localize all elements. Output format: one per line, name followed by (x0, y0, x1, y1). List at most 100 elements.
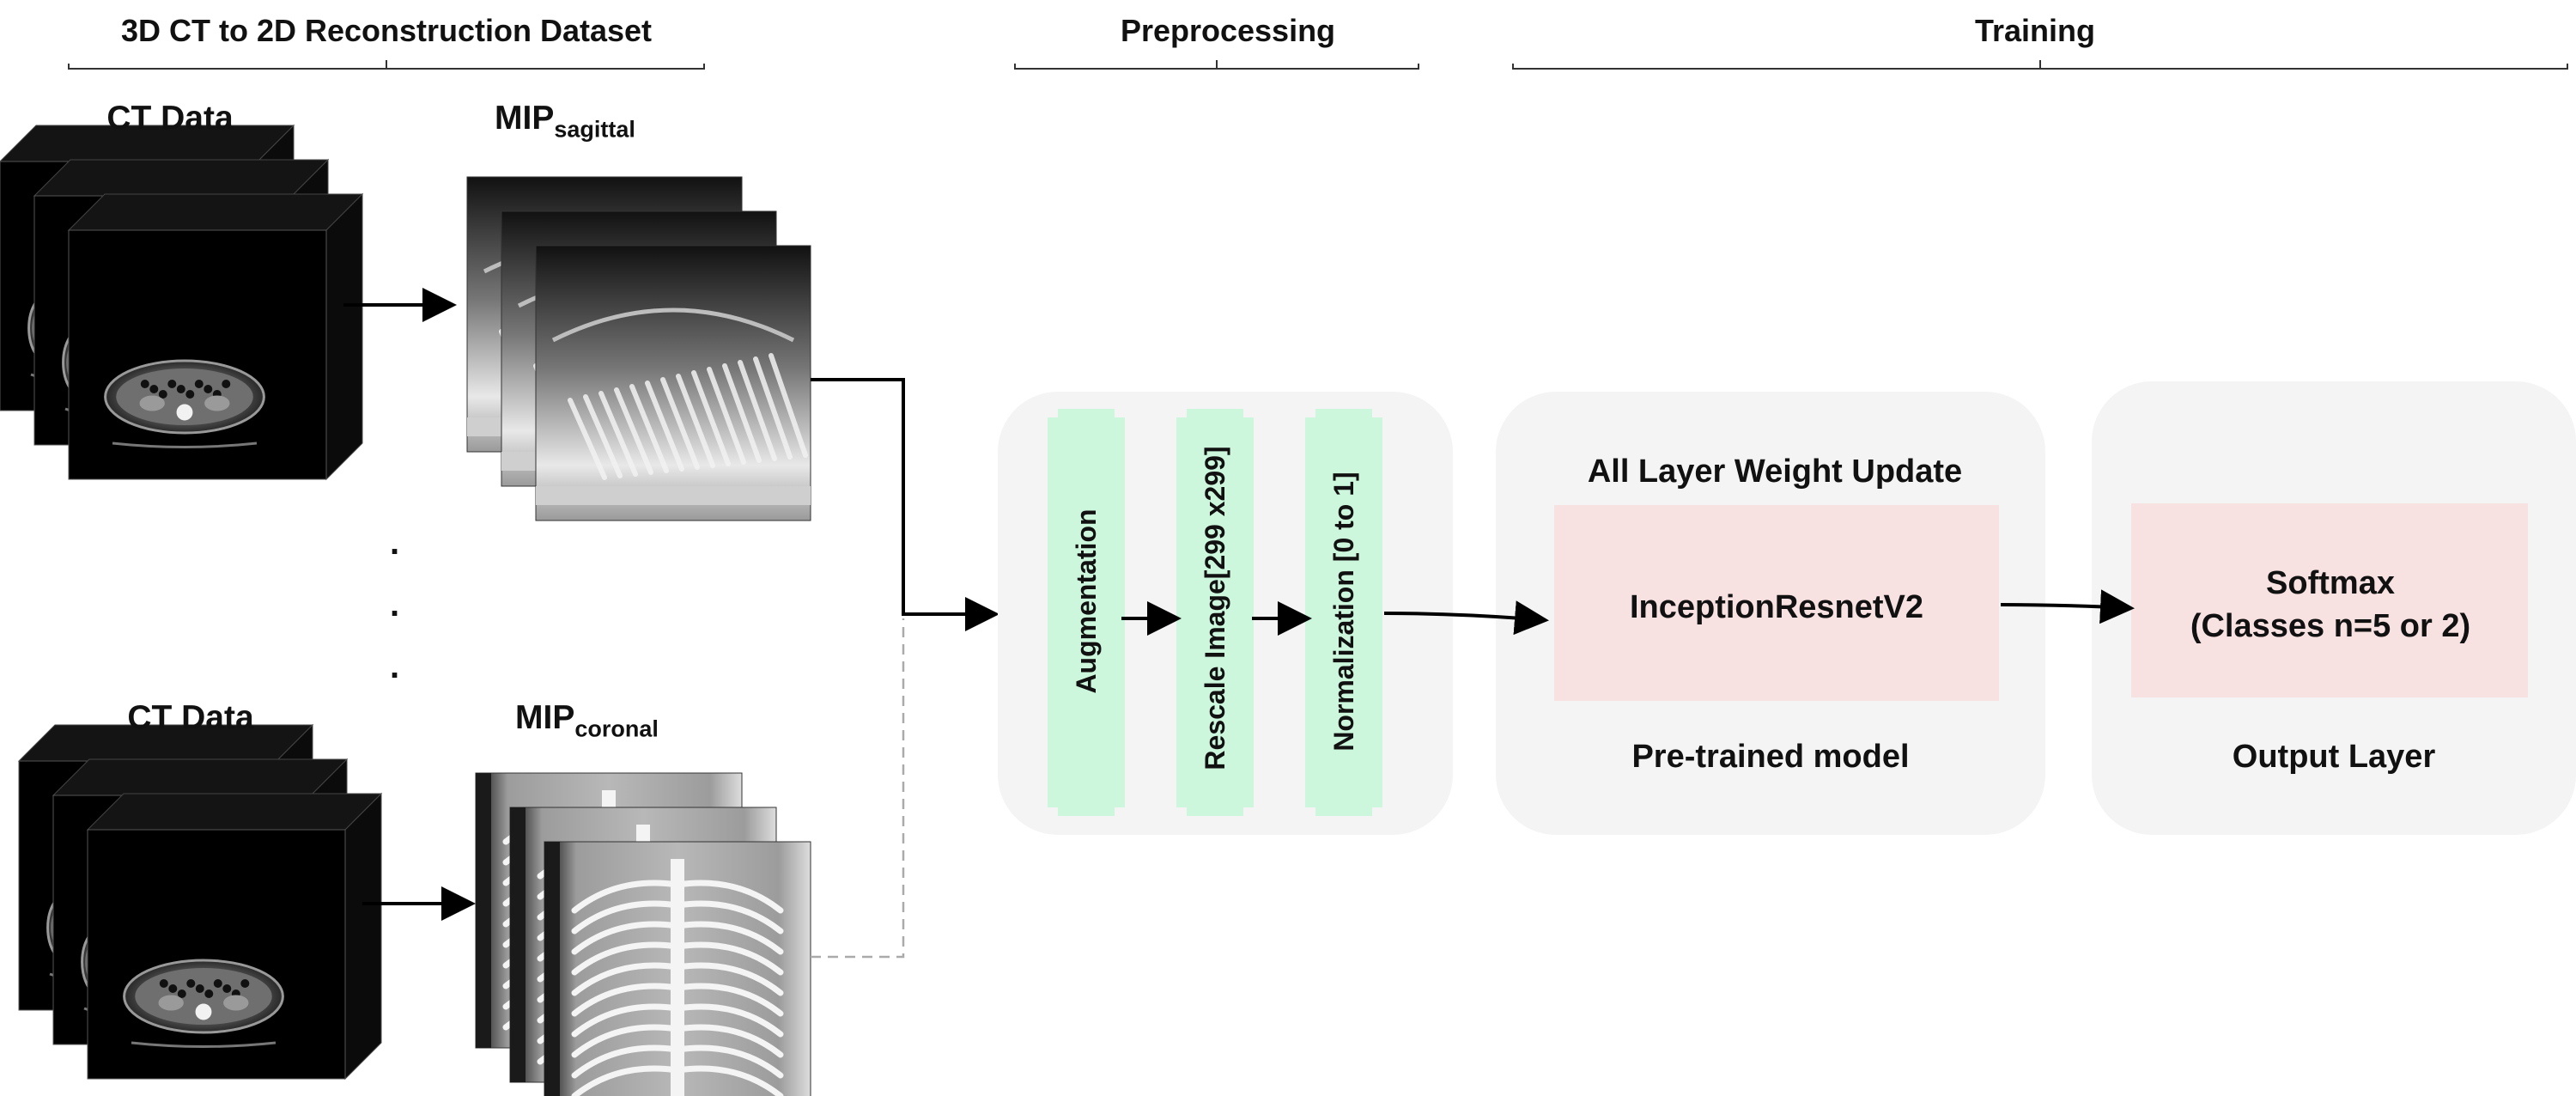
sagittal-rib-streak (722, 363, 762, 463)
preprocessing-header: Preprocessing (1120, 13, 1336, 48)
all-layer-weight-update-label: All Layer Weight Update (1587, 454, 1963, 490)
training-bracket (1512, 60, 2568, 70)
preprocessing-bracket (1014, 60, 1419, 70)
dataset-bracket (68, 60, 705, 70)
coronal-rib-right (674, 921, 784, 955)
arrow-preprocessing-to-training (1383, 600, 1549, 636)
dataset-header: 3D CT to 2D Reconstruction Dataset (120, 13, 653, 48)
mip-coronal-base: MIP (515, 699, 575, 736)
coronal-rib-right (674, 962, 784, 996)
coronal-rib-right (674, 1044, 784, 1079)
ct-slice-bowel-gas (213, 979, 222, 988)
ct-slice-table (131, 1041, 276, 1048)
coronal-rib-left (571, 1024, 681, 1058)
ct-slice-bowel-gas (222, 380, 231, 388)
mip-sagittal-label: MIPsagittal (495, 101, 635, 141)
normalization-bar-tab-bottom (1315, 806, 1372, 816)
ct-slice-kidney-left (158, 995, 184, 1011)
coronal-rib-left (571, 921, 681, 955)
softmax-label: Softmax (2266, 565, 2395, 601)
arrow-training-to-output (2000, 589, 2135, 624)
ellipsis-dot-1: . (390, 524, 400, 562)
ellipsis-dot-3: . (390, 648, 400, 685)
softmax-classes-label: (Classes n=5 or 2) (2190, 608, 2471, 644)
ct-slice-organs (135, 968, 272, 1025)
ct-slice-spine (195, 1003, 212, 1020)
augmentation-bar-tab-bottom (1058, 806, 1115, 816)
coronal-rib-left (571, 1065, 681, 1096)
coronal-rib-left (571, 900, 681, 935)
ct-cube-front-face (68, 229, 327, 480)
ct-slice-spine (176, 404, 193, 421)
mip-coronal-label: MIPcoronal (515, 701, 659, 740)
ct-slice-bowel-gas (204, 989, 214, 998)
sagittal-rib-streak (645, 381, 684, 472)
sagittal-rib-streak (691, 370, 731, 466)
pretrained-model-label: Pre-trained model (1631, 739, 1910, 775)
ct-slice-bowel-gas (194, 380, 204, 388)
ct-slice-bowel-gas (195, 984, 204, 993)
coronal-rib-right (674, 1003, 784, 1038)
ct-slice-bowel-gas (204, 385, 213, 393)
coronal-rib-left (571, 962, 681, 996)
ct-slice-bowel-gas (167, 380, 177, 388)
mip-sagittal-stack (466, 176, 811, 521)
sagittal-rib-streak (583, 394, 623, 478)
ct-slice-bowel-gas (240, 979, 250, 988)
inception-resnet-box (1554, 505, 1999, 701)
ct-data-label-bottom: CT Data (127, 699, 254, 736)
coronal-rib-right (674, 983, 784, 1017)
ct-slice-table (112, 441, 258, 448)
ct-slice-bowel-gas (168, 984, 178, 993)
ellipsis-dot-2: . (390, 586, 400, 624)
coronal-spine (671, 859, 684, 1096)
ct-slice-bowel-gas (177, 989, 186, 998)
ct-cube-front-face (87, 829, 346, 1080)
ct-slice-kidney-right (223, 995, 249, 1011)
mip-coronal-stack (475, 772, 811, 1096)
ct-slice-kidney-right (204, 395, 230, 411)
coronal-left-edge (476, 773, 491, 1048)
sagittal-table (536, 486, 811, 505)
sagittal-rib-streak (769, 353, 808, 458)
softmax-box (2131, 503, 2528, 697)
mip-coronal-subscript: coronal (574, 715, 659, 742)
mip-sagittal-subscript: sagittal (554, 116, 635, 143)
ct-slice-kidney-left (139, 395, 165, 411)
sagittal-rib-streak (676, 374, 715, 468)
ct-slice-bowel-gas (186, 979, 196, 988)
sagittal-body-outline (551, 307, 795, 343)
sagittal-rib-streak (598, 391, 638, 477)
coronal-rib-left (571, 983, 681, 1017)
ct-slice-bowel-gas (222, 984, 232, 993)
sagittal-rib-streak (568, 398, 607, 480)
coronal-rib-right (674, 880, 784, 914)
coronal-left-edge (510, 807, 526, 1082)
sagittal-rib-streak (753, 356, 793, 460)
rescale-image-bar-tab-top (1187, 409, 1243, 419)
rescale-image-bar-tab-bottom (1187, 806, 1243, 816)
normalization-bar-tab-top (1315, 409, 1372, 419)
mip-sagittal-base: MIP (495, 100, 555, 137)
coronal-rib-right (674, 1065, 784, 1096)
augmentation-bar (1048, 417, 1125, 807)
ct-slice-bowel-gas (185, 390, 195, 399)
coronal-rib-left (571, 941, 681, 976)
ct-slice-bowel-gas (149, 385, 159, 393)
ct-slice-bowel-gas (140, 380, 149, 388)
ct-slice-bowel-gas (159, 979, 168, 988)
ct-slice-organs (116, 368, 253, 425)
coronal-rib-right (674, 900, 784, 935)
sagittal-rib-streak (738, 360, 777, 461)
output-layer-label: Output Layer (2232, 739, 2436, 775)
coronal-rib-right (674, 1024, 784, 1058)
sagittal-rib-streak (707, 367, 746, 465)
coronal-rib-left (571, 880, 681, 914)
normalization-bar (1305, 417, 1382, 807)
sagittal-rib-streak (614, 387, 653, 475)
rescale-image-bar (1176, 417, 1254, 807)
coronal-dashed-connector (811, 618, 905, 959)
sagittal-rib-streak (629, 384, 669, 473)
